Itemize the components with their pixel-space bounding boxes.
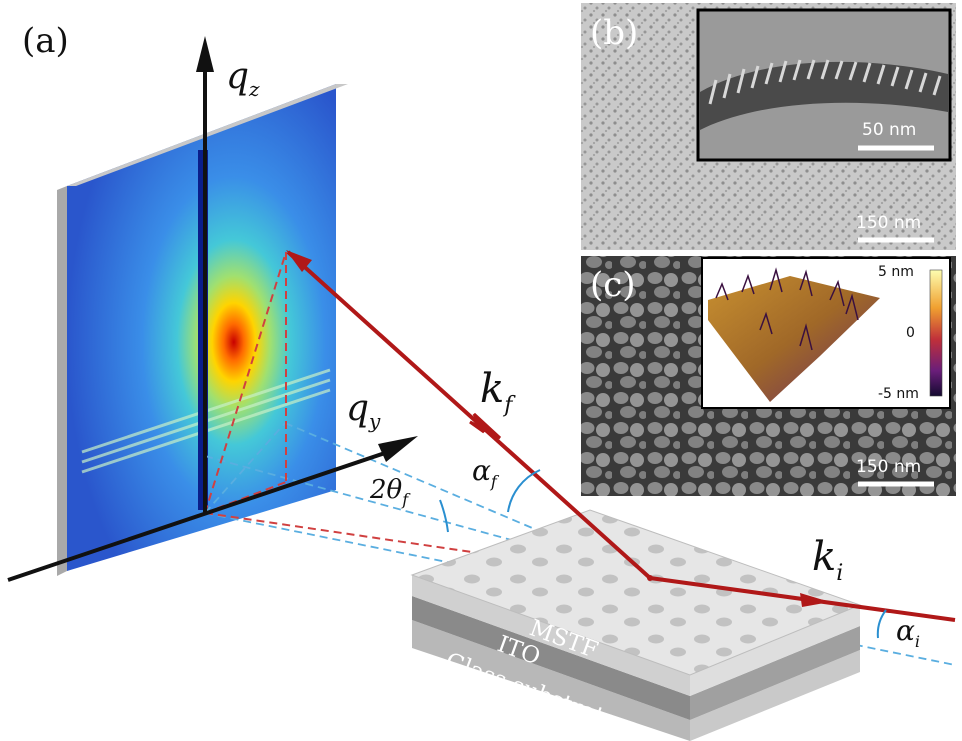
afm-surface	[708, 276, 880, 402]
ito-layer-side	[690, 626, 860, 720]
colorbar-tick-top: 5 nm	[878, 264, 914, 280]
afm-colorbar	[929, 269, 943, 397]
alpha-f-label: αf	[472, 454, 500, 491]
exit-beam-arrowhead-icon	[286, 250, 312, 272]
mstf-layer-front	[412, 575, 690, 696]
glass-layer-front	[412, 620, 690, 741]
colorbar-tick-mid: 0	[906, 325, 915, 341]
panel-b-inset: 50 nm	[696, 8, 952, 162]
ki-label: ki	[812, 534, 843, 586]
exit-beam	[286, 250, 652, 580]
kf-label: kf	[480, 366, 516, 418]
panel-b-scalebar-label: 150 nm	[856, 213, 921, 233]
exit-beam-mid-arrow-icon	[469, 412, 502, 440]
colorbar-tick-bottom: -5 nm	[878, 386, 919, 402]
panel-c-afm-inset: 5 nm 0 -5 nm	[701, 257, 951, 409]
mesostructure-strip	[700, 61, 948, 130]
two-theta-arc	[439, 499, 449, 533]
panel-b-label: (b)	[590, 13, 638, 53]
detector-top-edge	[67, 84, 348, 186]
qz-arrowhead-icon	[196, 36, 214, 72]
alpha-i-arc	[876, 609, 887, 639]
incident-beam-arrowhead-icon	[800, 593, 830, 607]
detector-edge	[57, 186, 67, 576]
two-theta-label: 2θf	[369, 475, 411, 509]
sample-stack: MSTF ITO Glass substrate	[410, 509, 862, 741]
alpha-f-arc	[507, 469, 541, 513]
panel-c-label: (c)	[590, 265, 636, 305]
glass-layer-side	[690, 650, 860, 741]
ito-layer-front	[412, 596, 690, 720]
qy-arrowhead-icon	[378, 436, 418, 462]
qz-label: qz	[226, 56, 260, 101]
scattering-point	[647, 575, 653, 581]
alpha-i-label: αi	[896, 614, 920, 651]
qy-label: qy	[346, 388, 381, 433]
afm-peaks	[715, 267, 859, 351]
qy-axis	[7, 451, 386, 582]
mesostructure-pores	[708, 59, 942, 105]
mstf-layer-side	[690, 605, 860, 696]
panel-c-scalebar-label: 150 nm	[856, 457, 921, 477]
panel-a-label: (a)	[22, 21, 69, 61]
inset-b-scalebar-label: 50 nm	[862, 120, 916, 140]
